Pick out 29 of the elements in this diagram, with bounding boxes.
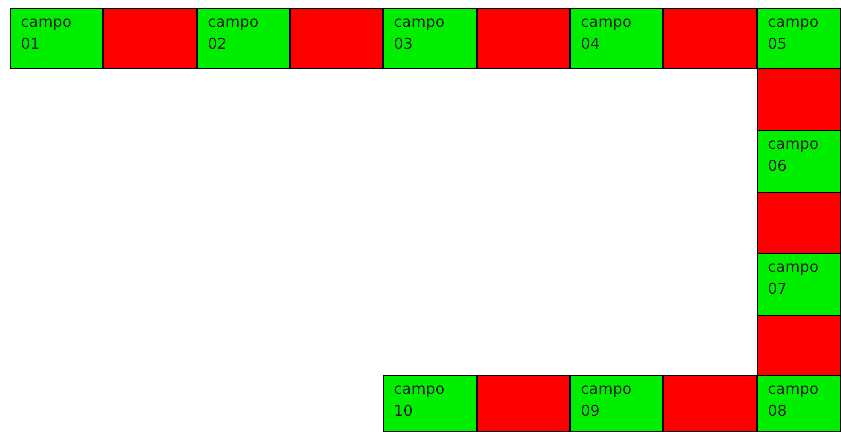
- field-label: campo 04: [581, 12, 633, 55]
- board-square: [477, 375, 570, 432]
- field-square: [570, 8, 663, 69]
- field-label: campo 08: [768, 379, 820, 422]
- board-square: [477, 8, 570, 69]
- board-square: [757, 315, 841, 376]
- field-square: [570, 375, 663, 432]
- field-label: campo 10: [394, 379, 446, 422]
- field-square: [10, 8, 103, 69]
- field-label: campo 07: [768, 257, 820, 300]
- field-label: campo 06: [768, 134, 820, 177]
- field-square: [757, 253, 841, 316]
- board-square: [663, 8, 757, 69]
- field-label: campo 03: [394, 12, 446, 55]
- field-label: campo 09: [581, 379, 633, 422]
- field-label: campo 05: [768, 12, 820, 55]
- board-square: [290, 8, 383, 69]
- field-label: campo 01: [21, 12, 73, 55]
- board-square: [663, 375, 757, 432]
- board-square: [103, 8, 197, 69]
- field-square: [757, 130, 841, 193]
- board-square: [757, 68, 841, 131]
- field-square: [197, 8, 290, 69]
- field-square: [383, 375, 477, 432]
- field-square: [757, 375, 841, 432]
- board-square: [757, 192, 841, 254]
- field-square: [383, 8, 477, 69]
- field-square: [757, 8, 841, 69]
- field-label: campo 02: [208, 12, 260, 55]
